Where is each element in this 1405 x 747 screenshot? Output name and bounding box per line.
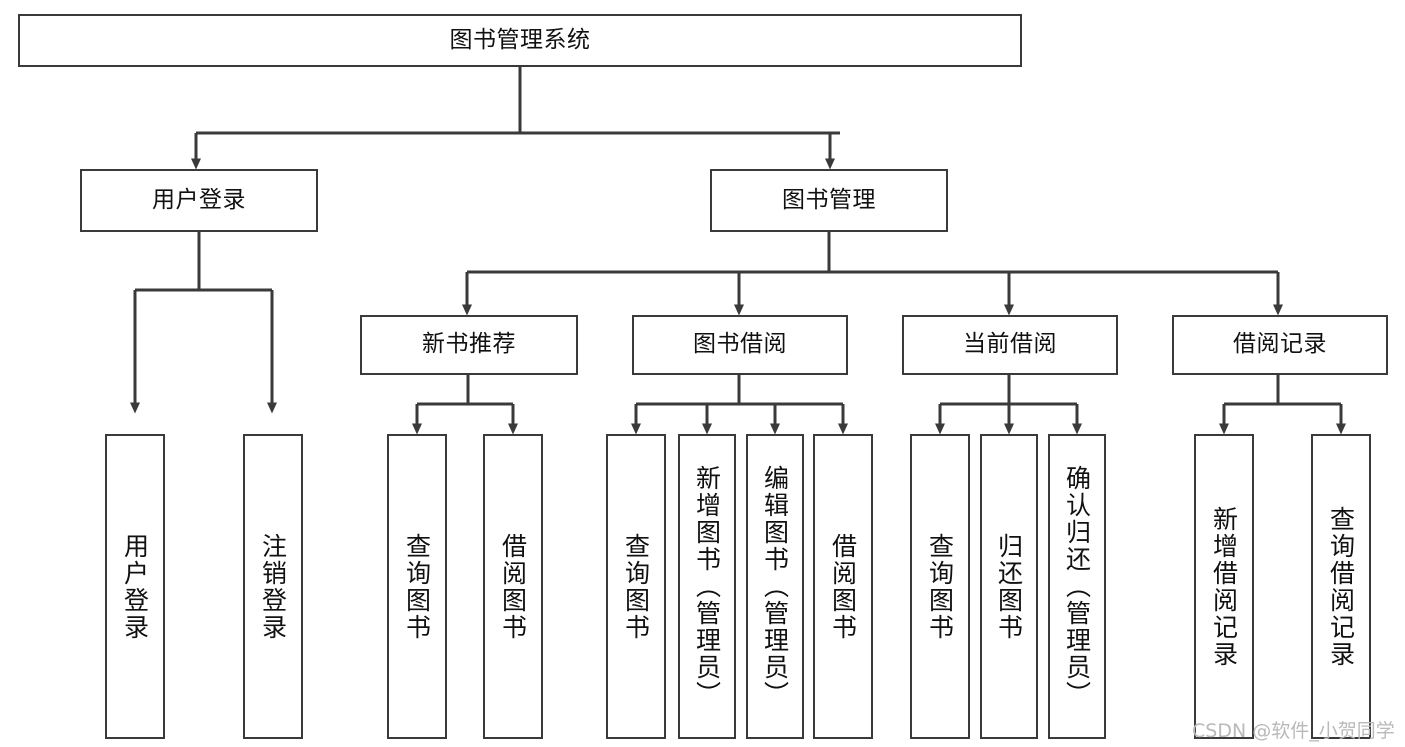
leaf-borrow-edit-book-admin[interactable]: 编辑图书（管理员） <box>746 434 804 739</box>
node-current-borrow[interactable]: 当前借阅 <box>902 315 1118 375</box>
leaf-record-add-record[interactable]: 新增借阅记录 <box>1194 434 1254 739</box>
leaf-borrow-query-book[interactable]: 查询图书 <box>606 434 666 739</box>
leaf-borrow-add-book-admin[interactable]: 新增图书（管理员） <box>678 434 736 739</box>
leaf-logout-label: 注销登录 <box>258 532 288 641</box>
leaf-current-query-book-label: 查询图书 <box>925 532 955 641</box>
leaf-borrow-query-book-label: 查询图书 <box>621 532 651 641</box>
leaf-current-confirm-return-admin[interactable]: 确认归还（管理员） <box>1048 434 1106 739</box>
node-borrow-record-label: 借阅记录 <box>1233 331 1327 358</box>
node-book-management-label: 图书管理 <box>782 186 876 213</box>
leaf-borrow-borrow-book[interactable]: 借阅图书 <box>813 434 873 739</box>
node-book-borrow-label: 图书借阅 <box>693 331 787 358</box>
leaf-user-login[interactable]: 用户登录 <box>105 434 165 739</box>
node-book-management[interactable]: 图书管理 <box>710 169 948 232</box>
leaf-borrow-add-book-admin-label: 新增图书（管理员） <box>692 465 722 708</box>
node-book-borrow[interactable]: 图书借阅 <box>632 315 848 375</box>
leaf-borrow-edit-book-admin-label: 编辑图书（管理员） <box>760 465 790 708</box>
node-root-label: 图书管理系统 <box>449 26 591 53</box>
leaf-newbook-query-book[interactable]: 查询图书 <box>387 434 447 739</box>
leaf-record-query-record-label: 查询借阅记录 <box>1326 505 1356 668</box>
node-current-borrow-label: 当前借阅 <box>963 331 1057 358</box>
leaf-user-login-label: 用户登录 <box>120 532 150 641</box>
node-root[interactable]: 图书管理系统 <box>18 14 1022 67</box>
node-new-book-recommend-label: 新书推荐 <box>422 331 516 358</box>
leaf-current-query-book[interactable]: 查询图书 <box>910 434 970 739</box>
leaf-newbook-borrow-book[interactable]: 借阅图书 <box>483 434 543 739</box>
leaf-current-confirm-return-admin-label: 确认归还（管理员） <box>1062 465 1092 708</box>
node-borrow-record[interactable]: 借阅记录 <box>1172 315 1388 375</box>
leaf-newbook-borrow-book-label: 借阅图书 <box>498 532 528 641</box>
leaf-record-query-record[interactable]: 查询借阅记录 <box>1311 434 1371 739</box>
node-user-login-label: 用户登录 <box>152 186 246 213</box>
leaf-logout[interactable]: 注销登录 <box>243 434 303 739</box>
leaf-borrow-borrow-book-label: 借阅图书 <box>828 532 858 641</box>
leaf-current-return-book[interactable]: 归还图书 <box>980 434 1038 739</box>
leaf-current-return-book-label: 归还图书 <box>994 532 1024 641</box>
leaf-record-add-record-label: 新增借阅记录 <box>1209 505 1239 668</box>
csdn-watermark: CSDN @软件_小贺同学 <box>1192 720 1395 742</box>
node-user-login[interactable]: 用户登录 <box>80 169 318 232</box>
node-new-book-recommend[interactable]: 新书推荐 <box>360 315 578 375</box>
leaf-newbook-query-book-label: 查询图书 <box>402 532 432 641</box>
